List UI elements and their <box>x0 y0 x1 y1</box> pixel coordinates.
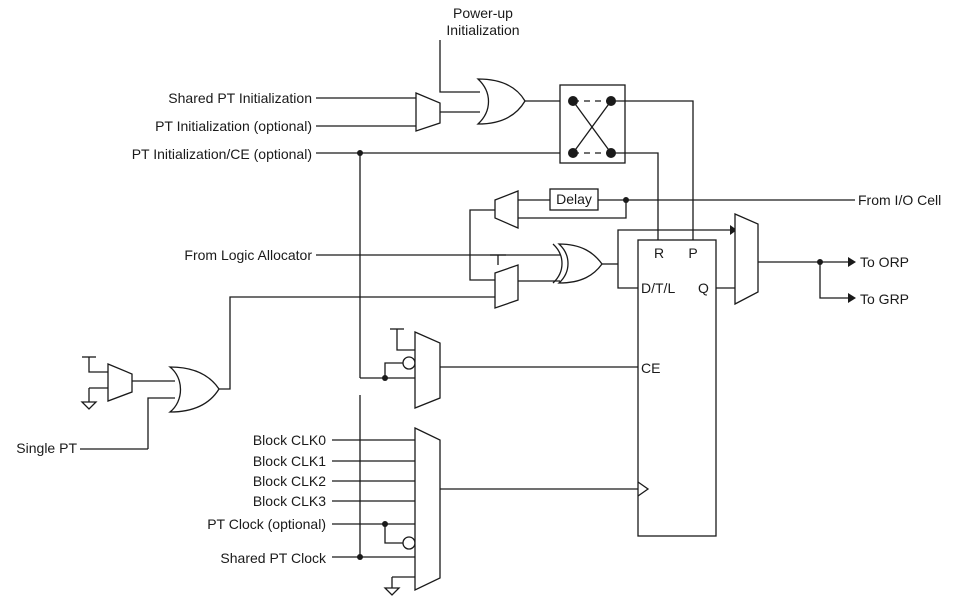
clock-mux <box>414 426 441 592</box>
label-block-clk2: Block CLK2 <box>253 473 326 489</box>
label-to-orp: To ORP <box>860 254 909 270</box>
single-pt-or-gate <box>168 366 220 413</box>
label-shared-pt-clock: Shared PT Clock <box>220 550 327 566</box>
pin-ce: CE <box>641 360 660 376</box>
label-from-logic-allocator: From Logic Allocator <box>184 247 312 263</box>
init-select-mux <box>415 92 441 132</box>
label-pt-initialization-optional: PT Initialization (optional) <box>155 118 312 134</box>
label-pt-clock-optional: PT Clock (optional) <box>207 516 326 532</box>
label-pt-initialization-ce-optional: PT Initialization/CE (optional) <box>132 146 312 162</box>
output-section <box>716 213 856 306</box>
single-pt-section <box>80 296 495 450</box>
label-shared-pt-initialization: Shared PT Initialization <box>168 90 312 106</box>
xor-gate <box>557 243 603 284</box>
label-power-up-initialization: Initialization <box>446 22 519 38</box>
clock-section <box>332 395 638 596</box>
label-power-up: Power-up <box>453 5 513 21</box>
label-block-clk1: Block CLK1 <box>253 453 326 469</box>
feedback-section: Delay <box>316 188 855 309</box>
pin-dtl: D/T/L <box>641 280 675 296</box>
pin-p: P <box>688 245 697 261</box>
pin-r: R <box>654 245 664 261</box>
init-or-gate <box>476 78 526 125</box>
label-to-grp: To GRP <box>860 291 909 307</box>
single-pt-polarity-mux <box>107 363 133 402</box>
register-box <box>637 239 717 537</box>
register: R P D/T/L Q CE <box>637 239 717 537</box>
init-section <box>316 40 694 240</box>
pin-q: Q <box>698 280 709 296</box>
ce-mux <box>414 331 441 409</box>
output-mux <box>734 213 759 306</box>
ce-path <box>357 150 638 409</box>
label-from-io-cell: From I/O Cell <box>858 192 941 208</box>
label-block-clk3: Block CLK3 <box>253 493 326 509</box>
feedback-mux <box>494 190 519 229</box>
xor-polarity-mux <box>494 264 519 309</box>
label-single-pt: Single PT <box>16 440 77 456</box>
label-block-clk0: Block CLK0 <box>253 432 326 448</box>
delay-label: Delay <box>556 191 592 207</box>
